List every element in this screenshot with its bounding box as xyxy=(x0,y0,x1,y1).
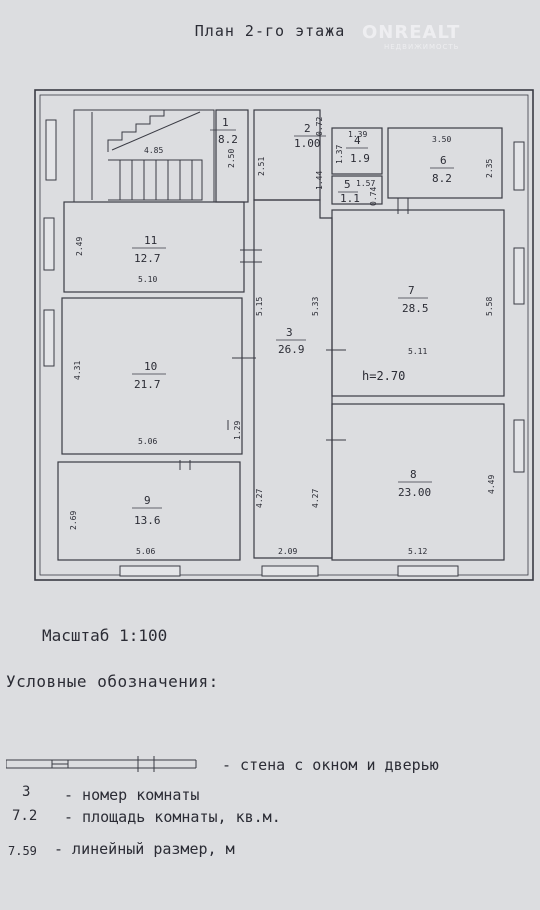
dim-label: 5.06 xyxy=(136,547,155,556)
room-area-1: 8.2 xyxy=(218,133,238,146)
dim-label: 4.49 xyxy=(487,475,496,494)
room-8-outline xyxy=(331,403,505,561)
dim-label: 1.29 xyxy=(233,421,242,440)
legend-item-dimension: - линейный размер, м xyxy=(54,840,235,858)
outer-wall-inner xyxy=(39,94,529,576)
room-number-10: 10 xyxy=(144,360,157,373)
room-number-6: 6 xyxy=(440,154,447,167)
floor-plan-drawing: 1 8.2 2 1.00 3 26.9 4 1.9 5 1.1 6 8.2 7 … xyxy=(34,89,534,581)
room-number-9: 9 xyxy=(144,494,151,507)
dim-label: 5.58 xyxy=(485,297,494,316)
dim-label: 2.35 xyxy=(485,159,494,178)
doors xyxy=(179,198,409,470)
room-area-9: 13.6 xyxy=(134,514,161,527)
staircase xyxy=(73,109,215,203)
watermark-logo: ONREALT xyxy=(362,22,461,43)
legend-title: Условные обозначения: xyxy=(6,672,219,691)
room-area-8: 23.00 xyxy=(398,486,431,499)
windows xyxy=(43,119,525,577)
dim-label: 2.51 xyxy=(257,157,266,176)
dim-label: 5.11 xyxy=(408,347,427,356)
room-number-1: 1 xyxy=(222,116,229,129)
room-area-4: 1.9 xyxy=(350,152,370,165)
legend-item-room-number: - номер комнаты xyxy=(64,786,200,804)
room-3-outline xyxy=(253,199,333,559)
room-number-2: 2 xyxy=(304,122,311,135)
room-area-2: 1.00 xyxy=(294,137,321,150)
scale-label: Масштаб 1:100 xyxy=(42,626,168,645)
room-labels: 1 8.2 2 1.00 3 26.9 4 1.9 5 1.1 6 8.2 7 … xyxy=(132,116,454,527)
dim-label: 2.50 xyxy=(227,149,236,168)
room-area-10: 21.7 xyxy=(134,378,161,391)
room-number-7: 7 xyxy=(408,284,415,297)
room-area-11: 12.7 xyxy=(134,252,161,265)
legend-key-dimension: 7.59 xyxy=(8,844,37,858)
dimension-labels: 4.85 2.50 2.51 1.44 1.39 1.37 3.50 2.35 … xyxy=(69,117,496,556)
dim-label: 2.69 xyxy=(69,511,78,530)
dim-label: 4.27 xyxy=(311,489,320,508)
dim-label: 4.85 xyxy=(144,146,163,155)
legend-key-room-area: 7.2 xyxy=(12,808,38,824)
room-number-8: 8 xyxy=(410,468,417,481)
ceiling-height: h=2.70 xyxy=(362,369,405,383)
room-area-6: 8.2 xyxy=(432,172,452,185)
dim-label: 1.39 xyxy=(348,130,367,139)
room-number-3: 3 xyxy=(286,326,293,339)
dim-label: 5.33 xyxy=(311,297,320,316)
room-walls xyxy=(57,109,505,561)
dim-label: 5.12 xyxy=(408,547,427,556)
room-4-outline xyxy=(331,127,383,175)
room-number-11: 11 xyxy=(144,234,157,247)
watermark-subtitle: НЕДВИЖИМОСТЬ xyxy=(384,43,460,51)
legend-wall-symbol xyxy=(6,756,197,772)
dim-label: 4.31 xyxy=(73,361,82,380)
dim-label: 5.10 xyxy=(138,275,157,284)
dim-label: 1.44 xyxy=(315,171,324,190)
dim-label: 5.06 xyxy=(138,437,157,446)
outer-wall xyxy=(34,89,534,581)
room-5-outline xyxy=(331,175,383,205)
legend-item-wall: - стена с окном и дверью xyxy=(222,756,439,774)
legend-item-room-area: - площадь комнаты, кв.м. xyxy=(64,808,281,826)
dim-label: 0.74 xyxy=(369,187,378,206)
dim-label: 2.49 xyxy=(75,237,84,256)
room-11-outline xyxy=(63,201,245,293)
plan-title: План 2-го этажа xyxy=(194,22,346,40)
dim-label: 2.09 xyxy=(278,547,297,556)
legend-key-room-number: 3 xyxy=(22,784,31,800)
room-10-outline xyxy=(61,297,243,455)
room-6-outline xyxy=(387,127,503,199)
dim-label: 5.15 xyxy=(255,297,264,316)
dim-label: 1.57 xyxy=(356,179,375,188)
room-area-7: 28.5 xyxy=(402,302,429,315)
dim-label: 3.50 xyxy=(432,135,451,144)
room-area-3: 26.9 xyxy=(278,343,305,356)
room-number-4: 4 xyxy=(354,134,361,147)
room-area-5: 1.1 xyxy=(340,192,360,205)
dim-label: 0.72 xyxy=(315,117,324,136)
room-7-outline xyxy=(331,209,505,397)
room-9-outline xyxy=(57,461,241,561)
room-number-5: 5 xyxy=(344,178,351,191)
dim-label: 4.27 xyxy=(255,489,264,508)
dim-label: 1.37 xyxy=(335,145,344,164)
